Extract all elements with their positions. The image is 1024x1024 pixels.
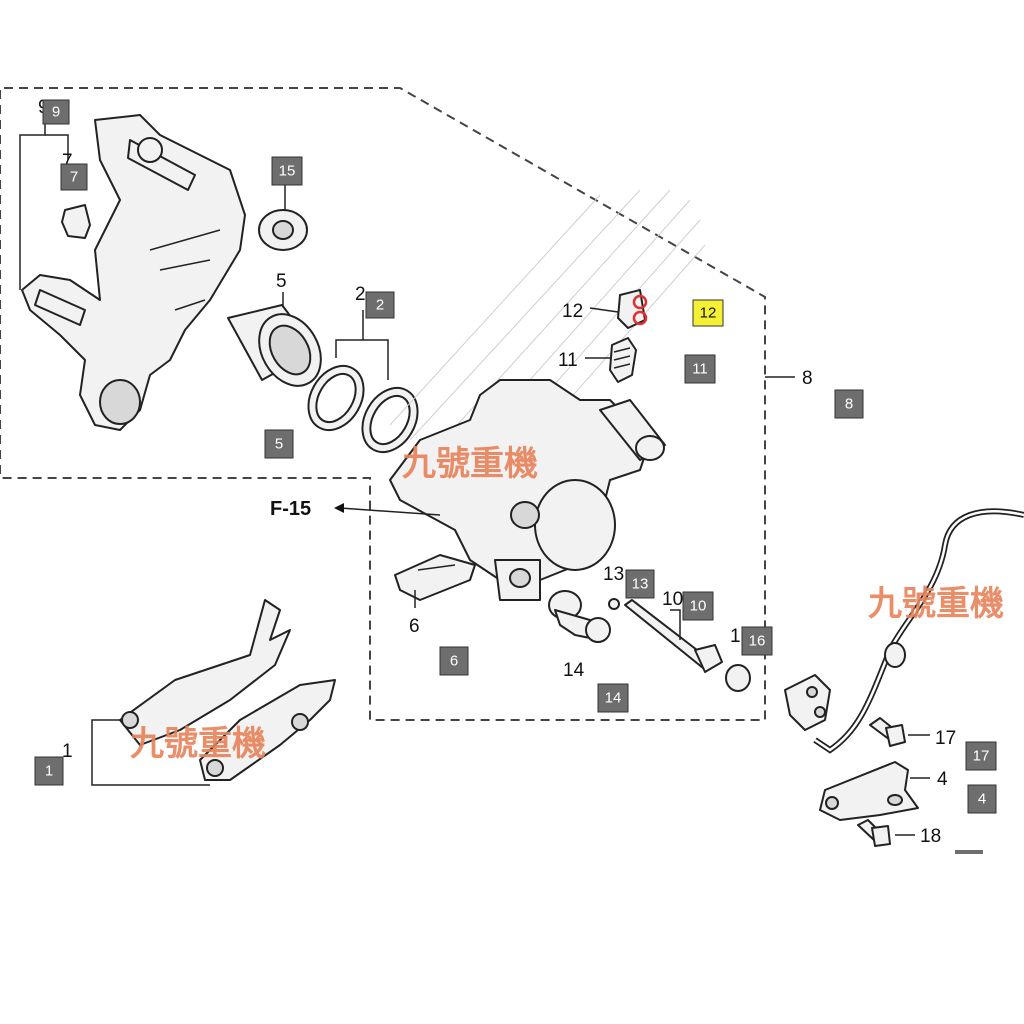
watermark-center: 九號重機 (402, 444, 538, 484)
badge-12-highlighted: 12 (692, 299, 724, 327)
badge-2: 2 (365, 291, 395, 319)
svg-text:15: 15 (279, 163, 296, 180)
part-14-pin (548, 590, 611, 643)
badge-8: 8 (834, 389, 864, 419)
part-1-pads (91, 599, 336, 786)
svg-text:8: 8 (845, 396, 853, 413)
part-4-bracket (819, 761, 930, 821)
part-5-piston (227, 292, 322, 387)
label-2-plain: 2 (355, 284, 366, 305)
part-15-boot (258, 185, 308, 251)
part-18-bolt (857, 819, 915, 847)
badge-17: 17 (965, 741, 997, 771)
part-12-cap (589, 289, 648, 329)
label-7-plain: 7 (62, 151, 73, 172)
label-13-plain: 13 (603, 564, 624, 585)
label-18-plain: 18 (920, 826, 941, 847)
svg-text:2: 2 (376, 297, 384, 314)
watermark-left: 九號重機 (130, 724, 266, 764)
badge-13: 13 (625, 569, 655, 599)
badge-16: 16 (741, 626, 773, 656)
svg-text:4: 4 (978, 791, 986, 808)
part-2-seals (307, 310, 419, 453)
label-6-plain: 6 (409, 616, 420, 637)
part-11-bleeder (585, 337, 637, 383)
svg-text:14: 14 (605, 690, 622, 707)
badge-9: 9 (42, 99, 70, 125)
badge-partial (955, 850, 983, 854)
svg-text:7: 7 (70, 169, 78, 186)
svg-text:12: 12 (700, 305, 717, 322)
svg-text:9: 9 (52, 104, 60, 121)
badge-14: 14 (597, 683, 629, 713)
svg-text:5: 5 (275, 436, 283, 453)
label-12-plain: 12 (562, 301, 583, 322)
part-17-bolt (869, 717, 930, 747)
f15-arrowhead (334, 503, 344, 513)
part-6-spring (394, 554, 476, 608)
label-14-plain: 14 (563, 660, 585, 681)
callout-line-9 (19, 108, 46, 290)
badge-4: 4 (967, 784, 997, 814)
caliper-bracket (21, 114, 246, 431)
badge-11: 11 (684, 354, 716, 384)
assembly-boundary (0, 87, 766, 721)
badge-5: 5 (264, 429, 294, 459)
f15-arrow (339, 507, 441, 516)
callout-line-7 (45, 134, 69, 160)
label-16-plain: 1 (730, 626, 741, 647)
label-17-plain: 17 (935, 728, 956, 749)
label-4-plain: 4 (937, 769, 948, 790)
badge-10: 10 (682, 591, 714, 621)
part-13-ring (608, 598, 620, 610)
svg-text:11: 11 (692, 361, 708, 378)
label-8-plain: 8 (802, 368, 813, 389)
label-1-plain: 1 (62, 741, 73, 762)
label-5-plain: 5 (276, 271, 287, 292)
caliper-body (389, 379, 666, 601)
badge-6: 6 (439, 646, 469, 676)
svg-text:1: 1 (45, 763, 53, 780)
sensor-wire (784, 508, 1024, 754)
watermark-right: 九號重機 (868, 584, 1004, 624)
badge-15: 15 (271, 156, 303, 186)
svg-text:13: 13 (632, 576, 649, 593)
label-10-plain: 10 (662, 589, 683, 610)
part-10-pin (624, 599, 723, 673)
hatch-pattern (389, 189, 706, 491)
svg-text:10: 10 (690, 598, 707, 615)
svg-text:17: 17 (973, 748, 990, 765)
svg-text:16: 16 (749, 633, 766, 650)
figure-reference: F-15 (270, 498, 311, 520)
svg-text:6: 6 (450, 653, 458, 670)
part-7-clip (61, 204, 91, 239)
badge-1: 1 (34, 756, 64, 786)
label-11-plain: 11 (558, 350, 578, 371)
badge-7: 7 (60, 163, 88, 191)
part-16-cap (725, 664, 751, 692)
